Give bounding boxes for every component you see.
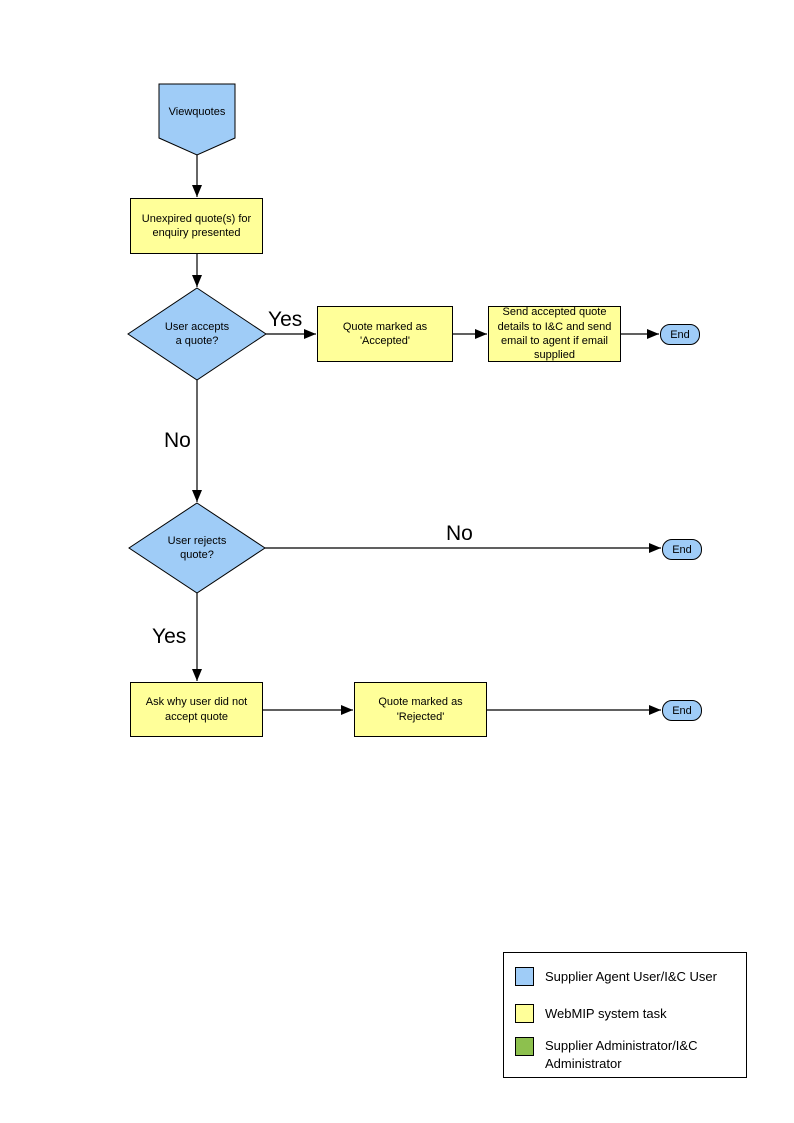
legend-item-label: WebMIP system task <box>545 1005 667 1021</box>
legend-swatch-yellow <box>515 1004 534 1023</box>
legend-item-supplier-agent-user: Supplier Agent User/I&C User <box>515 967 717 986</box>
node-quote-marked-accepted: Quote marked as 'Accepted' <box>317 306 453 362</box>
reject-decision-diamond <box>128 502 266 594</box>
legend-box: Supplier Agent User/I&C User WebMIP syst… <box>503 952 747 1078</box>
node-end-rejected: End <box>662 700 702 721</box>
edge-label-accept-no: No <box>164 429 191 452</box>
node-unexpired-quotes-presented: Unexpired quote(s) for enquiry presented <box>130 198 263 254</box>
legend-item-supplier-administrator: Supplier Administrator/I&C Administrator <box>515 1037 745 1072</box>
node-end-accepted: End <box>660 324 700 345</box>
legend-item-label: Supplier Agent User/I&C User <box>545 968 717 984</box>
legend-swatch-blue <box>515 967 534 986</box>
accept-decision-diamond <box>127 287 267 381</box>
legend-item-label: Supplier Administrator/I&C Administrator <box>545 1038 698 1071</box>
legend-item-webmip-task: WebMIP system task <box>515 1004 667 1023</box>
edge-label-accept-yes: Yes <box>268 308 303 331</box>
edge-label-reject-yes: Yes <box>152 625 187 648</box>
node-ask-why-not-accept: Ask why user did not accept quote <box>130 682 263 737</box>
start-pentagon-shape <box>158 83 236 156</box>
node-quote-marked-rejected: Quote marked as 'Rejected' <box>354 682 487 737</box>
legend-swatch-green <box>515 1037 534 1056</box>
node-end-no-reject: End <box>662 539 702 560</box>
node-send-accepted-details: Send accepted quote details to I&C and s… <box>488 306 621 362</box>
edge-label-reject-no: No <box>446 522 473 545</box>
